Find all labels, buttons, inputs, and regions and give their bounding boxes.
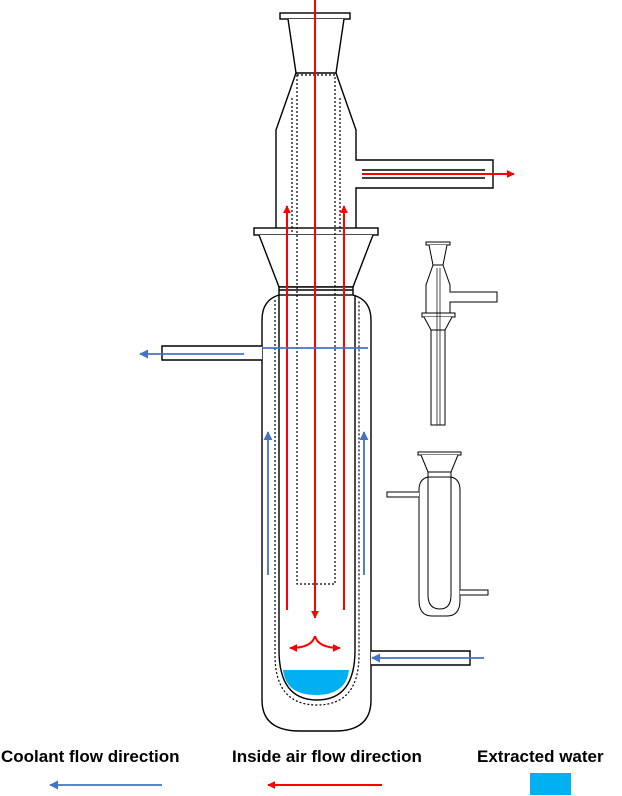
coolant-legend-label: Coolant flow direction <box>1 747 180 766</box>
extracted-water-pool <box>283 670 349 695</box>
water-legend-swatch-icon <box>530 773 571 795</box>
coolant-outlet-arm <box>161 345 262 361</box>
inner-tube <box>278 295 356 701</box>
water-legend-label: Extracted water <box>477 747 604 766</box>
upper-housing <box>275 72 494 232</box>
air-flow-arrows <box>283 0 515 652</box>
air-legend-label: Inside air flow direction <box>232 747 422 766</box>
coolant-flow-arrows <box>139 347 484 663</box>
air-split-left-arrow <box>289 635 316 652</box>
outer-jacket <box>261 294 372 732</box>
thumbnail-condenser <box>386 451 489 617</box>
air-split-right-arrow <box>314 635 341 652</box>
inner-chamber-dotted <box>274 300 360 706</box>
thumbnail-adapter <box>421 241 498 426</box>
